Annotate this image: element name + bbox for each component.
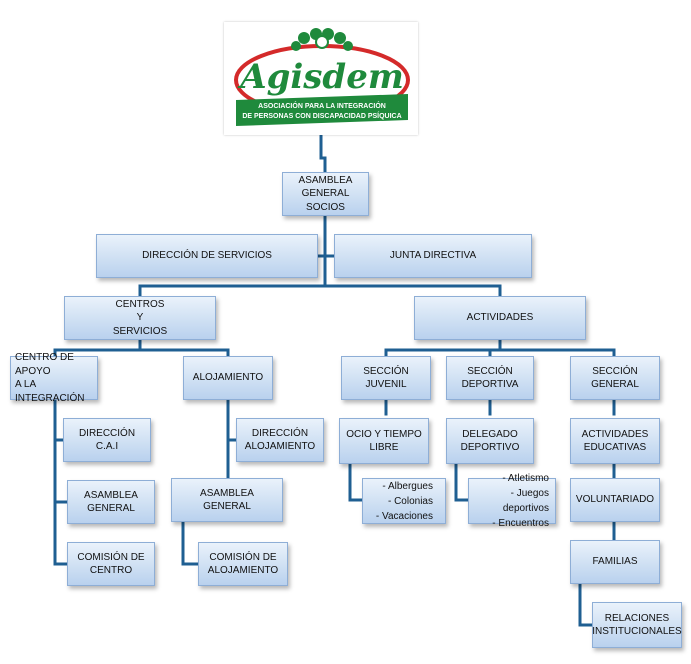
node-centro-apoyo: CENTRO DE APOYO A LA INTEGRACIÓN (10, 352, 98, 404)
node-voluntariado: VOLUNTARIADO (570, 478, 660, 522)
list-item-albergues: - Albergues (382, 480, 433, 492)
node-asamblea-general-aloj: ASAMBLEA GENERAL (171, 478, 283, 522)
list-item-atletismo: - Atletismo (502, 473, 549, 484)
node-asamblea-general-socios: ASAMBLEA GENERAL SOCIOS (282, 172, 369, 216)
node-direccion-servicios: DIRECCIÓN DE SERVICIOS (96, 234, 318, 278)
node-actividades: ACTIVIDADES (414, 296, 586, 340)
agisdem-logo: Agisdem ASOCIACIÓN PARA LA INTEGRACIÓN D… (224, 22, 418, 135)
svg-text:ASOCIACIÓN PARA LA INTEGRACIÓN: ASOCIACIÓN PARA LA INTEGRACIÓN (258, 101, 386, 110)
node-direccion-alojamiento: DIRECCIÓN ALOJAMIENTO (236, 418, 324, 462)
list-deportes: - Atletismo - Juegos deportivos - Encuen… (468, 473, 556, 529)
node-junta-directiva: JUNTA DIRECTIVA (334, 234, 532, 278)
logo-wordmark: Agisdem (237, 57, 404, 97)
node-relaciones-institucionales: RELACIONES INSTITUCIONALES (592, 602, 682, 648)
node-ocio-tiempo-libre: OCIO Y TIEMPO LIBRE (339, 418, 429, 464)
node-seccion-general: SECCIÓN GENERAL (570, 356, 660, 400)
node-actividades-educativas: ACTIVIDADES EDUCATIVAS (570, 418, 660, 464)
node-direccion-cai: DIRECCIÓN C.A.I (63, 418, 151, 462)
logo-graphic: Agisdem ASOCIACIÓN PARA LA INTEGRACIÓN D… (234, 28, 410, 126)
list-item-encuentros: - Encuentros (492, 518, 549, 529)
node-familias: FAMILIAS (570, 540, 660, 584)
node-seccion-juvenil: SECCIÓN JUVENIL (341, 356, 431, 400)
list-item-colonias: - Colonias (387, 495, 433, 507)
list-item-juegos-deportivos: - Juegos deportivos (502, 488, 549, 514)
node-seccion-deportiva: SECCIÓN DEPORTIVA (446, 356, 534, 400)
node-alojamiento: ALOJAMIENTO (183, 356, 273, 400)
node-comision-alojamiento: COMISIÓN DE ALOJAMIENTO (198, 542, 288, 586)
list-ocio: - Albergues - Colonias - Vacaciones (362, 478, 446, 524)
list-item-vacaciones: - Vacaciones (375, 510, 433, 522)
node-centros-servicios: CENTROS Y SERVICIOS (64, 296, 216, 340)
node-comision-centro: COMISIÓN DE CENTRO (67, 542, 155, 586)
node-delegado-deportivo: DELEGADO DEPORTIVO (446, 418, 534, 464)
svg-text:DE PERSONAS CON DISCAPACIDAD P: DE PERSONAS CON DISCAPACIDAD PSÍQUICA (242, 111, 401, 120)
node-asamblea-general-cai: ASAMBLEA GENERAL (67, 480, 155, 524)
